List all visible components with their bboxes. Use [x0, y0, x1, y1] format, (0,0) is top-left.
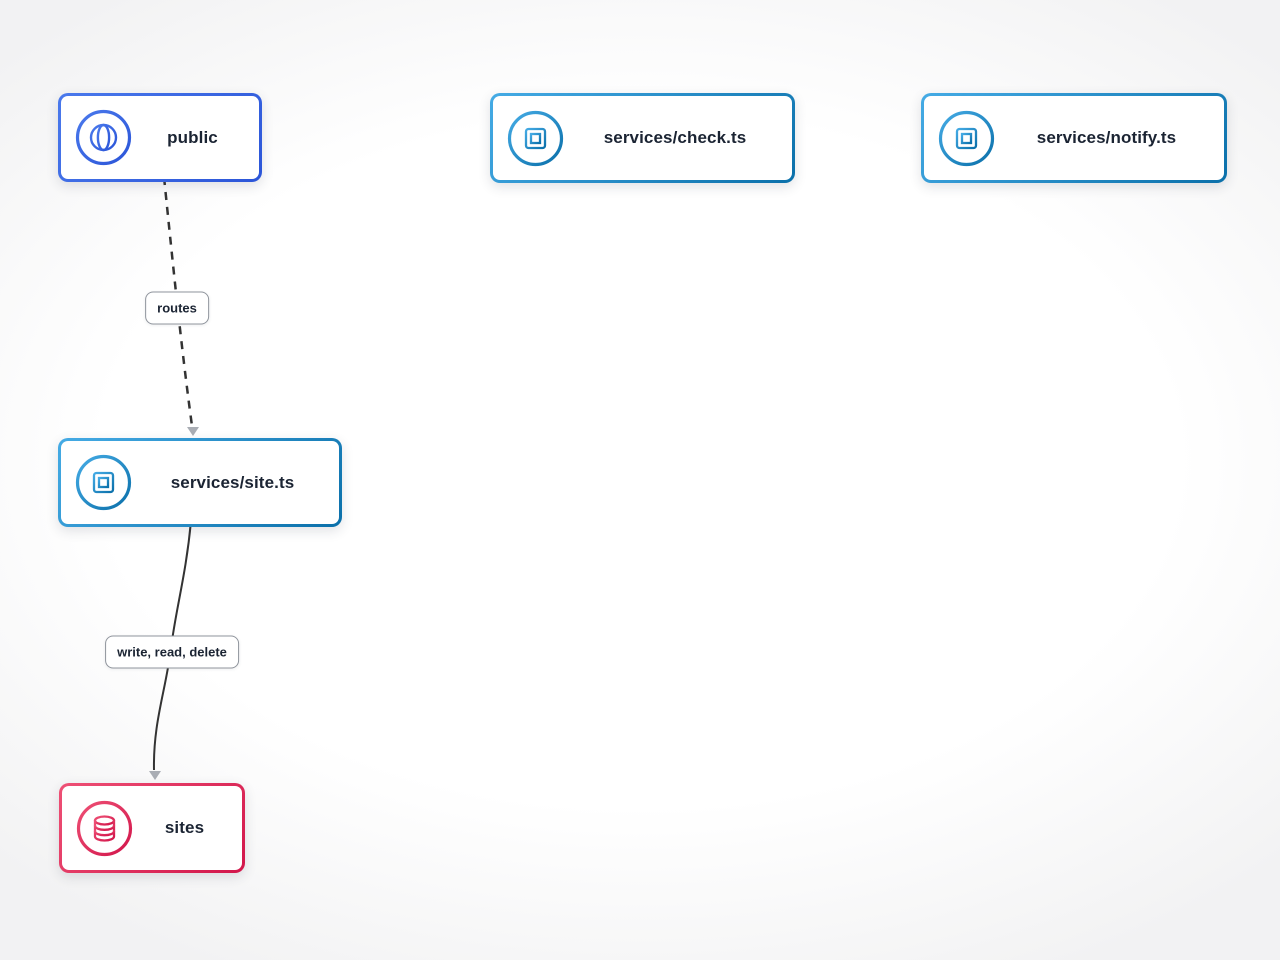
edge-site-sites-arrowhead [149, 771, 161, 780]
node-services-site[interactable]: services/site.ts [58, 438, 342, 527]
node-services-notify[interactable]: services/notify.ts [921, 93, 1227, 183]
database-icon [76, 800, 133, 857]
node-services-notify-label: services/notify.ts [1036, 128, 1177, 147]
node-public-label: public [167, 127, 218, 147]
cpu-icon [507, 110, 564, 167]
node-services-site-label: services/site.ts [170, 472, 295, 492]
node-services-check-label: services/check.ts [603, 128, 747, 147]
cpu-icon [938, 110, 995, 167]
cpu-icon [75, 454, 132, 511]
edge-label-routes: routes [145, 291, 209, 325]
edge-label-write-read-delete: write, read, delete [105, 635, 239, 669]
node-sites-label: sites [164, 818, 205, 837]
globe-icon [75, 109, 132, 166]
edge-public-site-arrowhead [187, 427, 199, 436]
node-sites-database[interactable]: sites [59, 783, 245, 873]
node-public[interactable]: public [58, 93, 262, 182]
node-services-check[interactable]: services/check.ts [490, 93, 795, 183]
